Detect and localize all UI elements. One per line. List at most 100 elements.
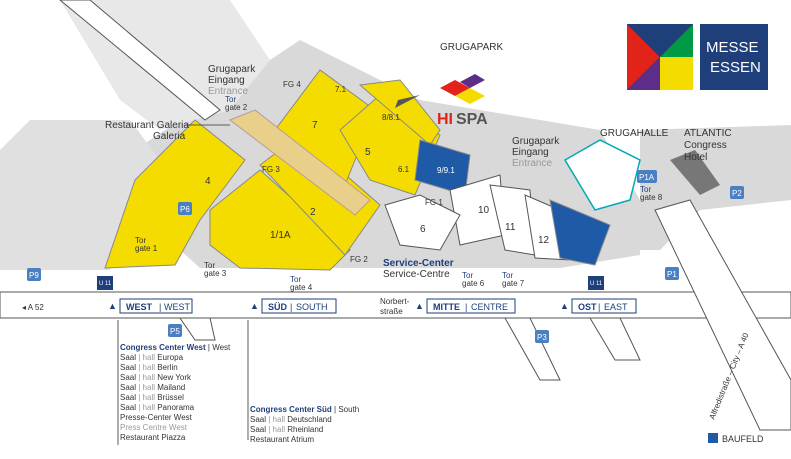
svg-text:gate 7: gate 7 — [502, 279, 525, 288]
service-center-label: Service-Center — [383, 258, 454, 269]
foyer-fg2: FG 2 — [350, 255, 368, 264]
service-centre-label: Service-Centre — [383, 269, 450, 280]
svg-text:MITTE: MITTE — [433, 302, 460, 312]
norbert-street-left — [179, 317, 216, 341]
hispa-logo: HI SPA — [437, 74, 488, 128]
gate-8: Tor gate 8 — [640, 185, 663, 202]
list-item: Saal | hall Deutschland — [250, 415, 332, 424]
congress-west-title-en: West — [212, 343, 231, 352]
svg-text:▲: ▲ — [250, 301, 259, 311]
parking-p9[interactable]: P9 — [27, 268, 41, 281]
svg-text:U 11: U 11 — [99, 281, 112, 287]
svg-text:▲: ▲ — [560, 301, 569, 311]
list-item: Saal | hall New York — [120, 373, 192, 382]
parking-p6[interactable]: P6 — [178, 202, 192, 215]
foyer-fg4: FG 4 — [283, 80, 301, 89]
svg-text:SOUTH: SOUTH — [296, 302, 328, 312]
foyer-fg3: FG 3 — [262, 165, 280, 174]
svg-text:P5: P5 — [170, 327, 180, 336]
baufeld-area — [549, 199, 611, 266]
parking-p1a[interactable]: P1A — [637, 170, 657, 183]
list-item: Saal | hall Europa — [120, 353, 184, 362]
svg-text:|: | — [465, 302, 467, 312]
svg-text:Tor: Tor — [204, 261, 215, 270]
grugapark-entrance-1-c: Entrance — [208, 86, 248, 97]
svg-text:gate 2: gate 2 — [225, 103, 248, 112]
arrow-icon — [395, 95, 420, 108]
list-item: Restaurant Piazza — [120, 433, 186, 442]
norbert-label-2: straße — [380, 307, 403, 316]
list-item: Press Centre West — [120, 423, 187, 432]
galeria-label: Galeria — [153, 131, 186, 142]
parking-p5[interactable]: P5 — [168, 324, 182, 337]
svg-text:U 11: U 11 — [590, 281, 603, 287]
entrance-centre[interactable]: ▲ MITTE | CENTRE — [415, 298, 516, 314]
svg-text:BAUFELD: BAUFELD — [722, 434, 764, 444]
hall-label-12: 12 — [538, 235, 550, 246]
gate-7: Tor gate 7 — [502, 271, 525, 288]
grugahalle-label: GRUGAHALLE — [600, 128, 669, 139]
restaurant-galeria-label: Restaurant Galeria — [105, 120, 189, 131]
congress-west-list: Congress Center West | West Saal | hall … — [120, 343, 231, 442]
subway-icon-west: U 11 — [97, 276, 113, 290]
grugapark-entrance-2-a: Grugapark — [512, 136, 560, 147]
gate-4: Tor gate 4 — [290, 275, 313, 292]
parking-p2[interactable]: P2 — [730, 186, 744, 199]
alfried-street — [654, 199, 791, 431]
hall-label-9: 9/9.1 — [437, 166, 455, 175]
svg-text:gate 4: gate 4 — [290, 283, 313, 292]
hall-label-5: 6 — [420, 224, 426, 235]
hall-1-1a[interactable] — [209, 169, 351, 271]
svg-text:Tor: Tor — [462, 271, 473, 280]
entrance-east[interactable]: ▲ OST | EAST — [560, 298, 637, 314]
svg-text:EAST: EAST — [604, 302, 628, 312]
grugahalle-building[interactable] — [563, 139, 641, 211]
grugapark-entrance-1-a: Grugapark — [208, 64, 256, 75]
svg-text:OST: OST — [578, 302, 597, 312]
hotel-label: Hotel — [684, 152, 707, 163]
list-item: Saal | hall Panorama — [120, 403, 195, 412]
hall-8[interactable] — [358, 79, 441, 146]
list-item: Saal | hall Mailand — [120, 383, 186, 392]
congress-west-title: Congress Center West — [120, 343, 206, 352]
svg-text:▲: ▲ — [108, 301, 117, 311]
congress-south-title: Congress Center Süd — [250, 405, 332, 414]
grugapark-entrance-2-c: Entrance — [512, 158, 552, 169]
svg-text:|: | — [159, 302, 161, 312]
hall-label-7: 7 — [312, 120, 318, 131]
galeria-walkway — [228, 109, 371, 216]
entrance-west[interactable]: ▲ WEST | WEST — [108, 298, 193, 314]
parking-p1[interactable]: P1 — [665, 267, 679, 280]
svg-text:Tor: Tor — [640, 185, 651, 194]
svg-text:P6: P6 — [180, 205, 190, 214]
gate-2: Tor gate 2 — [225, 95, 248, 112]
gate-3: Tor gate 3 — [204, 261, 227, 278]
hall-3[interactable] — [104, 119, 246, 269]
hall-label-3: 4 — [205, 176, 211, 187]
hall-5[interactable] — [384, 194, 461, 251]
hall-label-2: 2 — [310, 207, 316, 218]
grugapark-entrance-1-b: Eingang — [208, 75, 245, 86]
baufeld-legend: BAUFELD — [708, 433, 764, 444]
hall-label-6: 5 — [365, 147, 371, 158]
gate-1: Tor gate 1 — [135, 236, 158, 253]
norbert-street-right — [589, 317, 641, 361]
parking-p3[interactable]: P3 — [535, 330, 549, 343]
hall-label-61: 6.1 — [398, 165, 410, 174]
svg-text:▲: ▲ — [415, 301, 424, 311]
hall-label-11: 11 — [505, 222, 516, 233]
congress-south-title-en: South — [338, 405, 360, 414]
entrance-south[interactable]: ▲ SÜD | SOUTH — [250, 298, 337, 314]
congress-south-list: Congress Center Süd | South Saal | hall … — [250, 405, 360, 445]
svg-text:P1A: P1A — [639, 173, 655, 182]
svg-text:gate 1: gate 1 — [135, 244, 158, 253]
list-item: Saal | hall Brüssel — [120, 393, 184, 402]
svg-text:Tor: Tor — [290, 275, 301, 284]
list-item: Presse-Center West — [120, 413, 192, 422]
svg-text:|: | — [290, 302, 292, 312]
svg-text:Tor: Tor — [225, 95, 236, 104]
svg-text:ESSEN: ESSEN — [710, 59, 761, 76]
luehrmann-street — [59, 0, 221, 121]
